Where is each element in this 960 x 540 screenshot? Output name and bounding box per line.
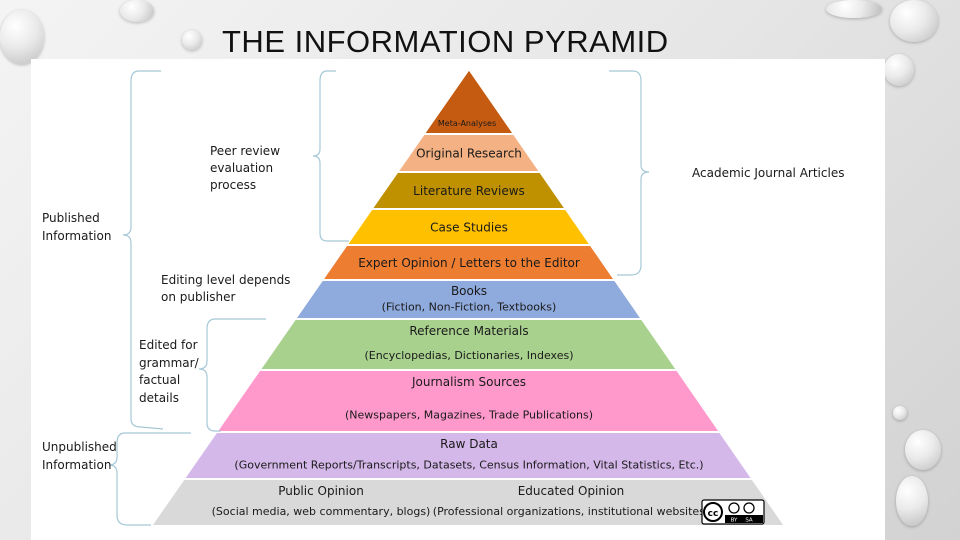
pyramid-layer-label: Original Research — [416, 147, 522, 161]
unpublished-bracket — [108, 432, 191, 526]
by-text: BY — [731, 518, 738, 524]
water-drop — [120, 0, 154, 22]
pyramid-layer-label: (Government Reports/Transcripts, Dataset… — [234, 459, 703, 472]
pyramid-layer — [149, 478, 787, 527]
academic-bracket — [609, 70, 650, 276]
unpublished-label: Unpublished Information — [42, 440, 121, 472]
pyramid-layer-label: Expert Opinion / Letters to the Editor — [358, 256, 580, 270]
sa-text: SA — [745, 518, 753, 524]
published-line-1: Published — [42, 211, 100, 225]
pyramid-layer-label: Case Studies — [430, 221, 508, 235]
water-drop — [826, 0, 882, 18]
pyramid-layer-label: Raw Data — [440, 437, 498, 451]
page-title: THE INFORMATION PYRAMID — [222, 24, 669, 59]
water-drop — [890, 0, 938, 42]
cc-text: cc — [708, 509, 719, 519]
peer-review-line-2: evaluation — [210, 161, 273, 175]
published-bracket — [122, 70, 164, 430]
edited-for-line-4: details — [139, 391, 179, 405]
editing-level-line-2: on publisher — [161, 290, 236, 304]
pyramid-layer-label: (Professional organizations, institution… — [433, 505, 709, 518]
peer-review-label: Peer review evaluation process — [210, 144, 284, 192]
peer-review-bracket — [312, 70, 349, 242]
pyramid-layer-label: Literature Reviews — [413, 184, 525, 198]
edited-for-line-3: factual — [139, 373, 180, 387]
academic-journal-label: Academic Journal Articles — [692, 166, 844, 180]
pyramid-layer-label: (Encyclopedias, Dictionaries, Indexes) — [364, 349, 573, 362]
pyramid-layer-label: Books — [451, 284, 487, 298]
water-drop — [896, 476, 928, 526]
edited-for-bracket — [198, 318, 266, 432]
peer-review-line-1: Peer review — [210, 144, 280, 158]
water-drop — [893, 406, 907, 420]
cc-license-badge: cc BY SA — [701, 499, 765, 525]
pyramid-layer-label: (Fiction, Non-Fiction, Textbooks) — [382, 300, 557, 313]
editing-level-line-1: Editing level depends — [161, 273, 290, 287]
published-line-2: Information — [42, 229, 111, 243]
pyramid-layer-label: (Newspapers, Magazines, Trade Publicatio… — [345, 408, 593, 421]
published-label: Published Information — [42, 211, 111, 243]
edited-for-label: Edited for grammar/ factual details — [139, 338, 202, 405]
pyramid-layer-label: Reference Materials — [409, 324, 528, 338]
pyramid-layer-label: Public Opinion — [278, 484, 364, 498]
water-drop — [0, 10, 44, 64]
edited-for-line-1: Edited for — [139, 338, 198, 352]
editing-level-label: Editing level depends on publisher — [161, 273, 294, 304]
edited-for-line-2: grammar/ — [139, 356, 200, 370]
pyramid-layer-label: Meta-Analyses — [438, 119, 496, 128]
pyramid-layer-label: (Social media, web commentary, blogs) — [212, 505, 431, 518]
water-drop — [905, 430, 941, 470]
water-drop — [884, 54, 914, 86]
unpublished-line-1: Unpublished — [42, 440, 117, 454]
pyramid-layer-label: Educated Opinion — [518, 484, 625, 498]
pyramid-layer-label: Journalism Sources — [411, 375, 526, 389]
unpublished-line-2: Information — [42, 458, 111, 472]
left-brackets — [108, 70, 349, 526]
water-drop — [182, 30, 202, 50]
peer-review-line-3: process — [210, 178, 256, 192]
